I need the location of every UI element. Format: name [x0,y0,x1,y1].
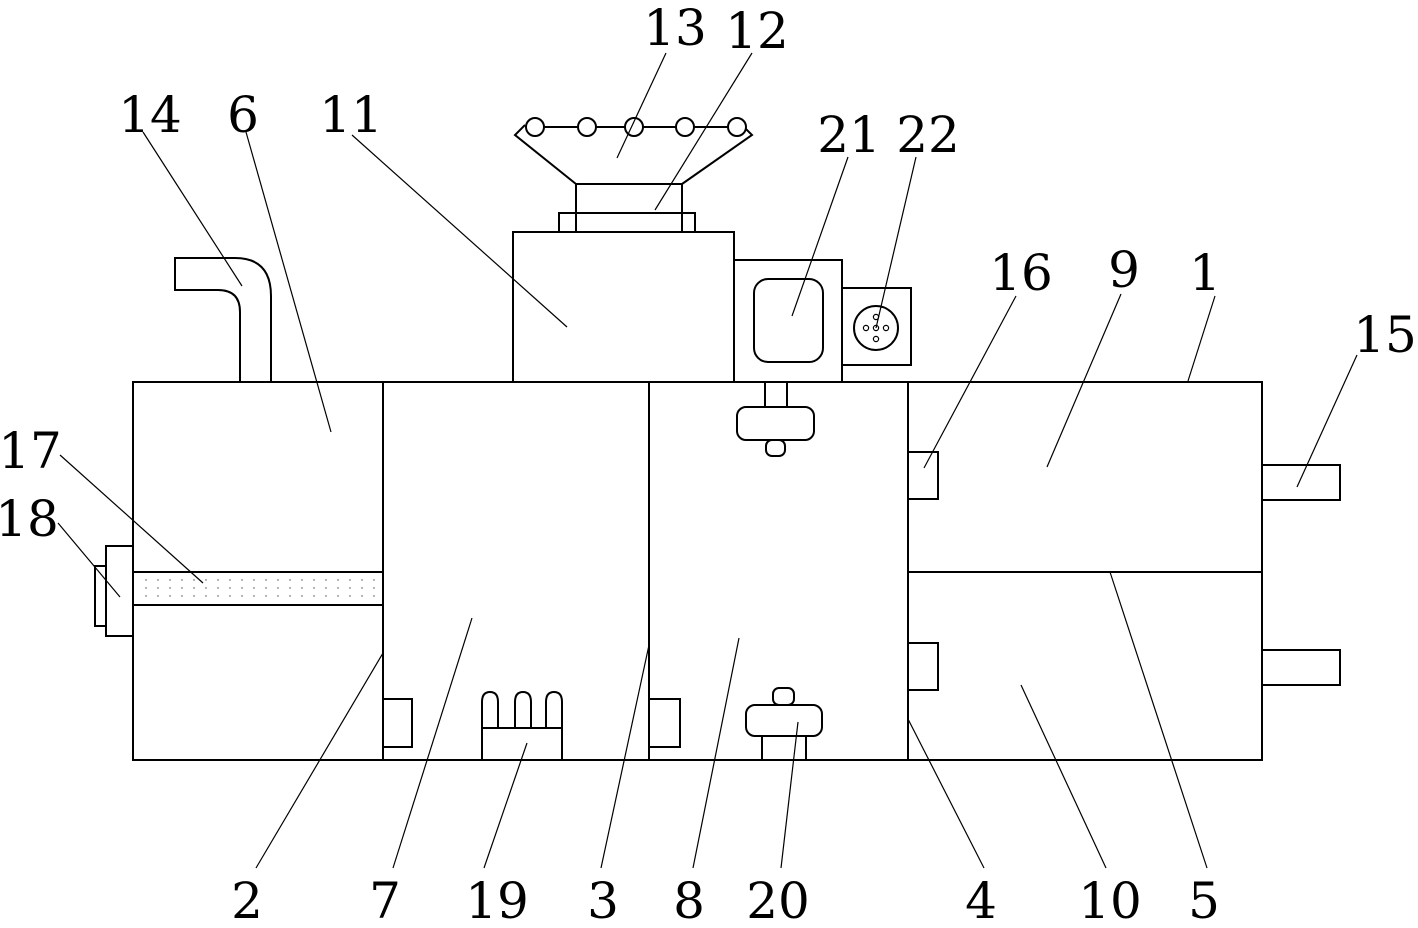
label-10: 10 [1078,872,1142,928]
label-13: 13 [643,0,707,57]
side-valve [94,545,134,637]
sensor-chamber8 [648,698,681,748]
outlet-pipe-upper [1261,464,1341,501]
label-15: 15 [1353,306,1417,364]
label-12: 12 [725,2,789,60]
sensor-chamber9 [907,451,939,500]
label-19: 19 [465,872,529,928]
label-11: 11 [319,86,383,144]
label-20: 20 [746,872,810,928]
label-5: 5 [1188,872,1220,928]
mount-base [558,183,696,233]
sensor-chamber10 [907,642,939,691]
inlet-pipe [174,257,272,382]
label-2: 2 [231,872,263,928]
fan-assembly [513,117,754,185]
power-socket [841,287,912,366]
label-14: 14 [118,86,182,144]
control-panel [733,259,843,383]
label-21: 21 [817,106,881,164]
top-pump [736,381,815,457]
filter-layer [132,571,384,606]
label-18: 18 [0,490,59,548]
label-8: 8 [673,872,705,928]
label-4: 4 [965,872,997,928]
sensor-chamber7 [382,698,413,748]
bottom-pump [745,687,823,761]
label-22: 22 [896,106,960,164]
label-17: 17 [0,422,62,480]
leader-lines [57,52,1358,869]
label-7: 7 [369,872,401,928]
outlet-pipe-lower [1261,649,1341,686]
label-6: 6 [227,86,259,144]
label-1: 1 [1189,244,1221,302]
heater-element [481,690,563,761]
motor-box [512,231,735,383]
label-16: 16 [989,244,1053,302]
label-9: 9 [1108,241,1140,299]
label-3: 3 [587,872,619,928]
